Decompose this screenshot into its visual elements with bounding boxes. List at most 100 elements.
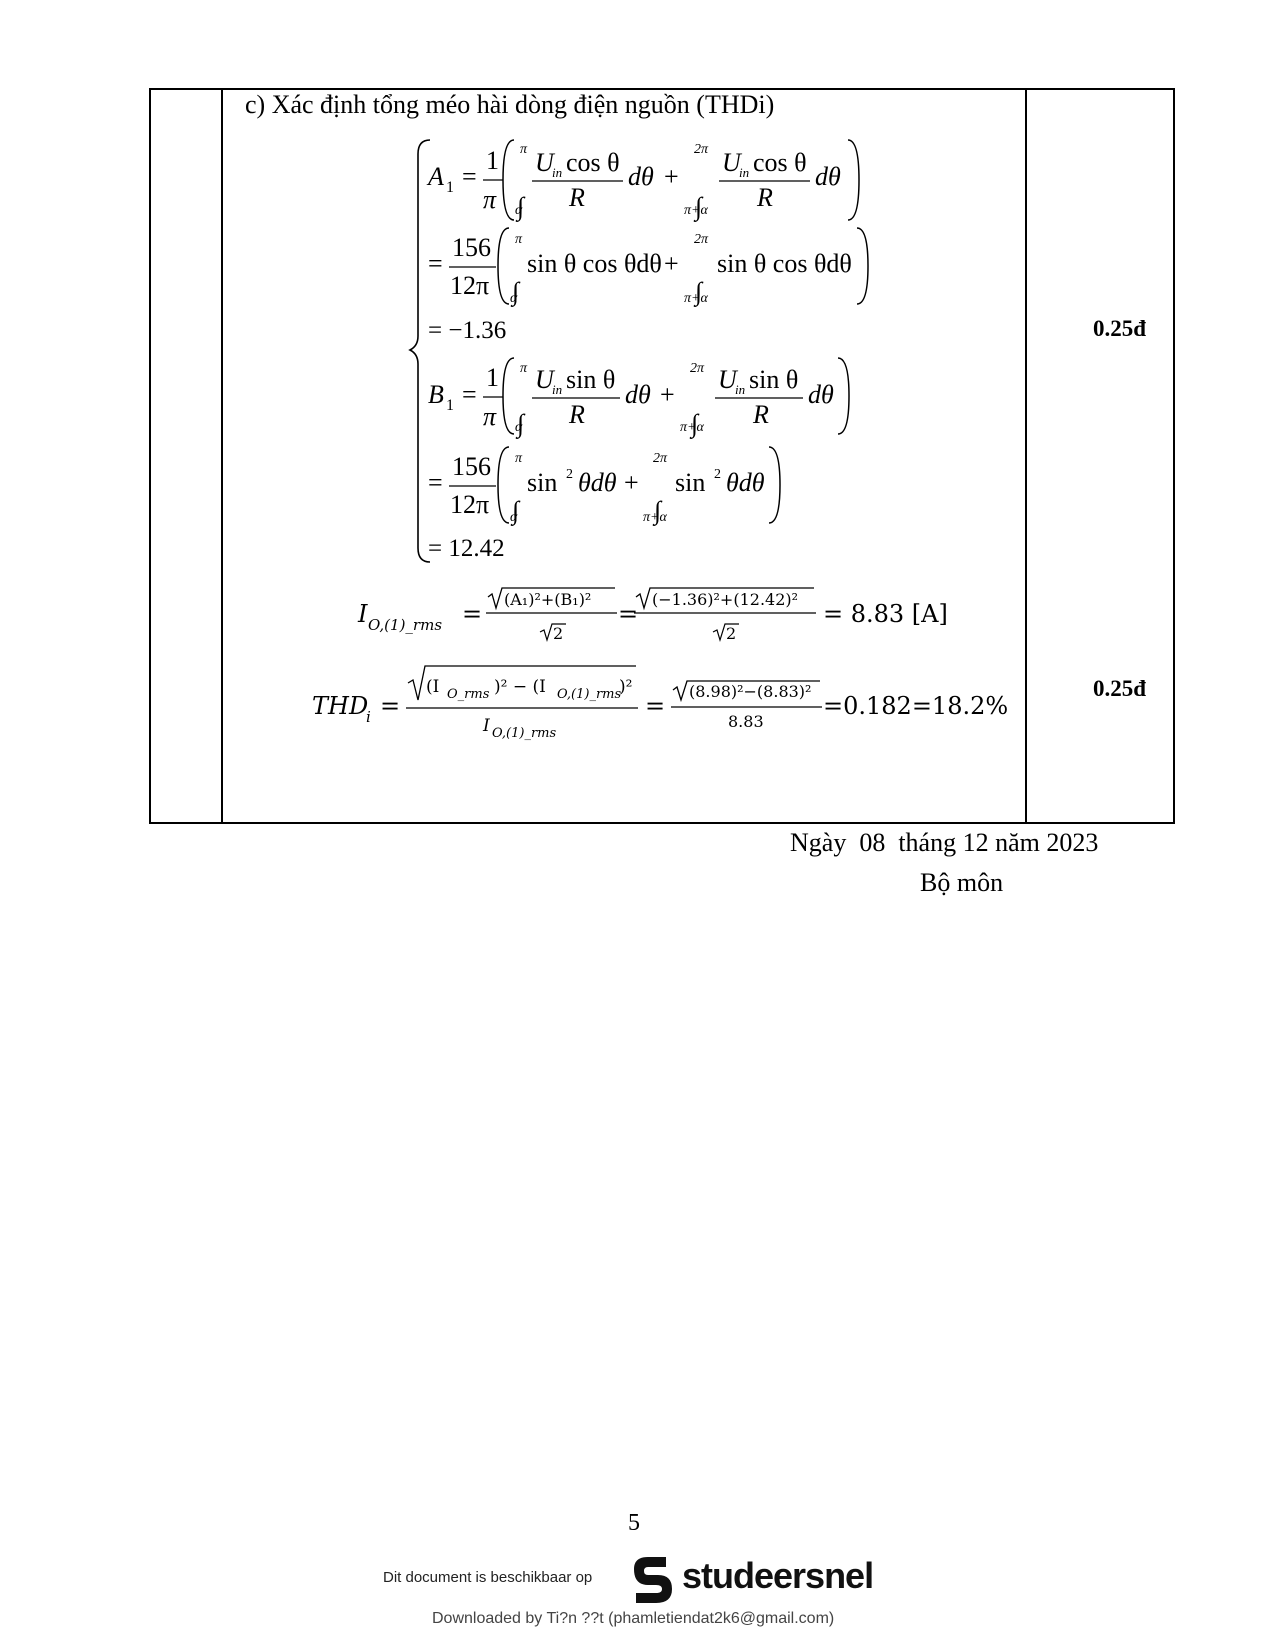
integral-sign: ∫ <box>510 496 521 526</box>
svg-text:π: π <box>515 451 523 466</box>
svg-text:π+α: π+α <box>643 510 667 525</box>
svg-text:O,(1)_rms: O,(1)_rms <box>557 687 621 702</box>
svg-text:THD: THD <box>312 692 368 720</box>
svg-text:=: = <box>428 468 443 497</box>
svg-text:(−1.36)²+(12.42)²: (−1.36)²+(12.42)² <box>652 590 798 609</box>
svg-text:dθ: dθ <box>628 162 654 191</box>
svg-text:dθ: dθ <box>625 380 651 409</box>
svg-text:=: = <box>645 692 665 720</box>
svg-text:1: 1 <box>486 363 499 392</box>
column-divider <box>1025 90 1027 822</box>
svg-text:π: π <box>483 402 497 431</box>
integral-sign: ∫ <box>689 409 700 439</box>
svg-text:I: I <box>357 600 368 628</box>
svg-text:+: + <box>664 249 679 278</box>
svg-text:2π: 2π <box>653 451 668 466</box>
svg-text:=: = <box>428 249 443 278</box>
svg-text:π: π <box>483 185 497 214</box>
svg-text:12π: 12π <box>450 490 489 519</box>
svg-text:2: 2 <box>566 467 573 482</box>
svg-text:i: i <box>366 708 371 726</box>
a1-expansion-line: = 156 12π π ∫ α sin θ cos θdθ + 2π ∫ π+α… <box>428 227 869 307</box>
svg-text:+: + <box>664 162 679 191</box>
svg-text:U: U <box>535 365 556 394</box>
svg-text:in: in <box>739 165 749 180</box>
integral-sign: ∫ <box>693 192 704 222</box>
signature-date: Ngày 08 tháng 12 năm 2023 <box>790 828 1099 857</box>
svg-text:π: π <box>520 361 528 376</box>
svg-text:in: in <box>552 382 562 397</box>
svg-text:O,(1)_rms: O,(1)_rms <box>368 616 442 634</box>
svg-text:O_rms: O_rms <box>447 687 490 702</box>
thd-equation: THD i = (I O_rms )² − (I O,(1)_rms )² I … <box>312 665 1008 741</box>
svg-text:cos θ: cos θ <box>753 148 807 177</box>
answer-table <box>149 88 1175 824</box>
svg-text:=: = <box>462 380 477 409</box>
b1-result: = 12.42 <box>428 535 505 562</box>
svg-text:U: U <box>535 148 556 177</box>
column-divider <box>221 90 223 822</box>
svg-text:+: + <box>660 380 675 409</box>
svg-text:π: π <box>520 142 528 157</box>
svg-text:)²: )² <box>619 677 632 697</box>
svg-text:(8.98)²−(8.83)²: (8.98)²−(8.83)² <box>689 682 811 701</box>
svg-text:dθ: dθ <box>815 162 841 191</box>
svg-text:U: U <box>718 365 739 394</box>
svg-text:=: = <box>380 692 400 720</box>
svg-text:=: = <box>462 600 482 628</box>
svg-text:sin: sin <box>675 468 705 497</box>
integral-sign: ∫ <box>652 496 663 526</box>
svg-text:π+α: π+α <box>684 291 708 306</box>
svg-text:sin: sin <box>527 468 557 497</box>
svg-text:α: α <box>510 291 518 306</box>
svg-text:O,(1)_rms: O,(1)_rms <box>492 726 556 741</box>
svg-text:R: R <box>752 400 769 429</box>
svg-text:=: = <box>462 162 477 191</box>
department-label: Bộ môn <box>920 868 1004 897</box>
svg-text:)² − (I: )² − (I <box>494 677 546 697</box>
svg-text:2: 2 <box>553 624 563 643</box>
svg-text:2: 2 <box>714 467 721 482</box>
svg-text:1: 1 <box>486 146 499 175</box>
section-heading: c) Xác định tổng méo hài dòng điện nguồn… <box>245 90 775 119</box>
svg-text:=: = <box>618 600 638 628</box>
svg-text:B: B <box>428 380 444 409</box>
download-info: Downloaded by Ti?n ??t (phamletiendat2k6… <box>432 1610 835 1627</box>
svg-text:(I: (I <box>426 677 439 697</box>
svg-text:dθ: dθ <box>808 380 834 409</box>
studeersnel-logo[interactable]: studeersnel <box>628 1553 890 1605</box>
svg-text:=0.182=18.2%: =0.182=18.2% <box>823 692 1008 720</box>
svg-text:α: α <box>510 510 518 525</box>
svg-text:R: R <box>568 183 585 212</box>
svg-text:2: 2 <box>726 624 736 643</box>
svg-text:2π: 2π <box>694 232 709 247</box>
svg-text:= 8.83 [A]: = 8.83 [A] <box>823 600 948 628</box>
integral-sign: ∫ <box>515 409 526 439</box>
availability-text: Dit document is beschikbaar op <box>383 1569 593 1586</box>
a1-line: A 1 = 1 π π ∫ α U in cos θ R dθ + 2π ∫ π… <box>426 139 860 222</box>
svg-text:π+α: π+α <box>680 420 704 435</box>
b1-expansion-line: = 156 12π π ∫ α sin 2 θdθ + 2π ∫ π+α sin… <box>428 446 781 526</box>
svg-text:I: I <box>482 716 490 736</box>
svg-text:α: α <box>515 203 523 218</box>
studeersnel-logo-icon <box>634 1557 672 1603</box>
svg-text:U: U <box>722 148 743 177</box>
integral-sign: ∫ <box>515 192 526 222</box>
svg-text:156: 156 <box>452 233 491 262</box>
svg-text:R: R <box>756 183 773 212</box>
svg-text:156: 156 <box>452 452 491 481</box>
svg-text:in: in <box>552 165 562 180</box>
svg-text:sin θ: sin θ <box>566 365 615 394</box>
svg-text:R: R <box>568 400 585 429</box>
brand-name: studeersnel <box>682 1555 874 1596</box>
svg-text:1: 1 <box>446 397 454 414</box>
svg-text:1: 1 <box>446 179 454 196</box>
svg-text:in: in <box>735 382 745 397</box>
svg-text:π+α: π+α <box>684 203 708 218</box>
svg-text:12π: 12π <box>450 271 489 300</box>
system-brace <box>408 139 431 563</box>
svg-text:sin θ cos θdθ: sin θ cos θdθ <box>527 249 662 278</box>
irms-equation: I O,(1)_rms = (A₁)²+(B₁)² 2 = (−1.36)²+(… <box>357 587 948 643</box>
integral-sign: ∫ <box>693 277 704 307</box>
svg-text:sin θ cos θdθ: sin θ cos θdθ <box>717 249 852 278</box>
